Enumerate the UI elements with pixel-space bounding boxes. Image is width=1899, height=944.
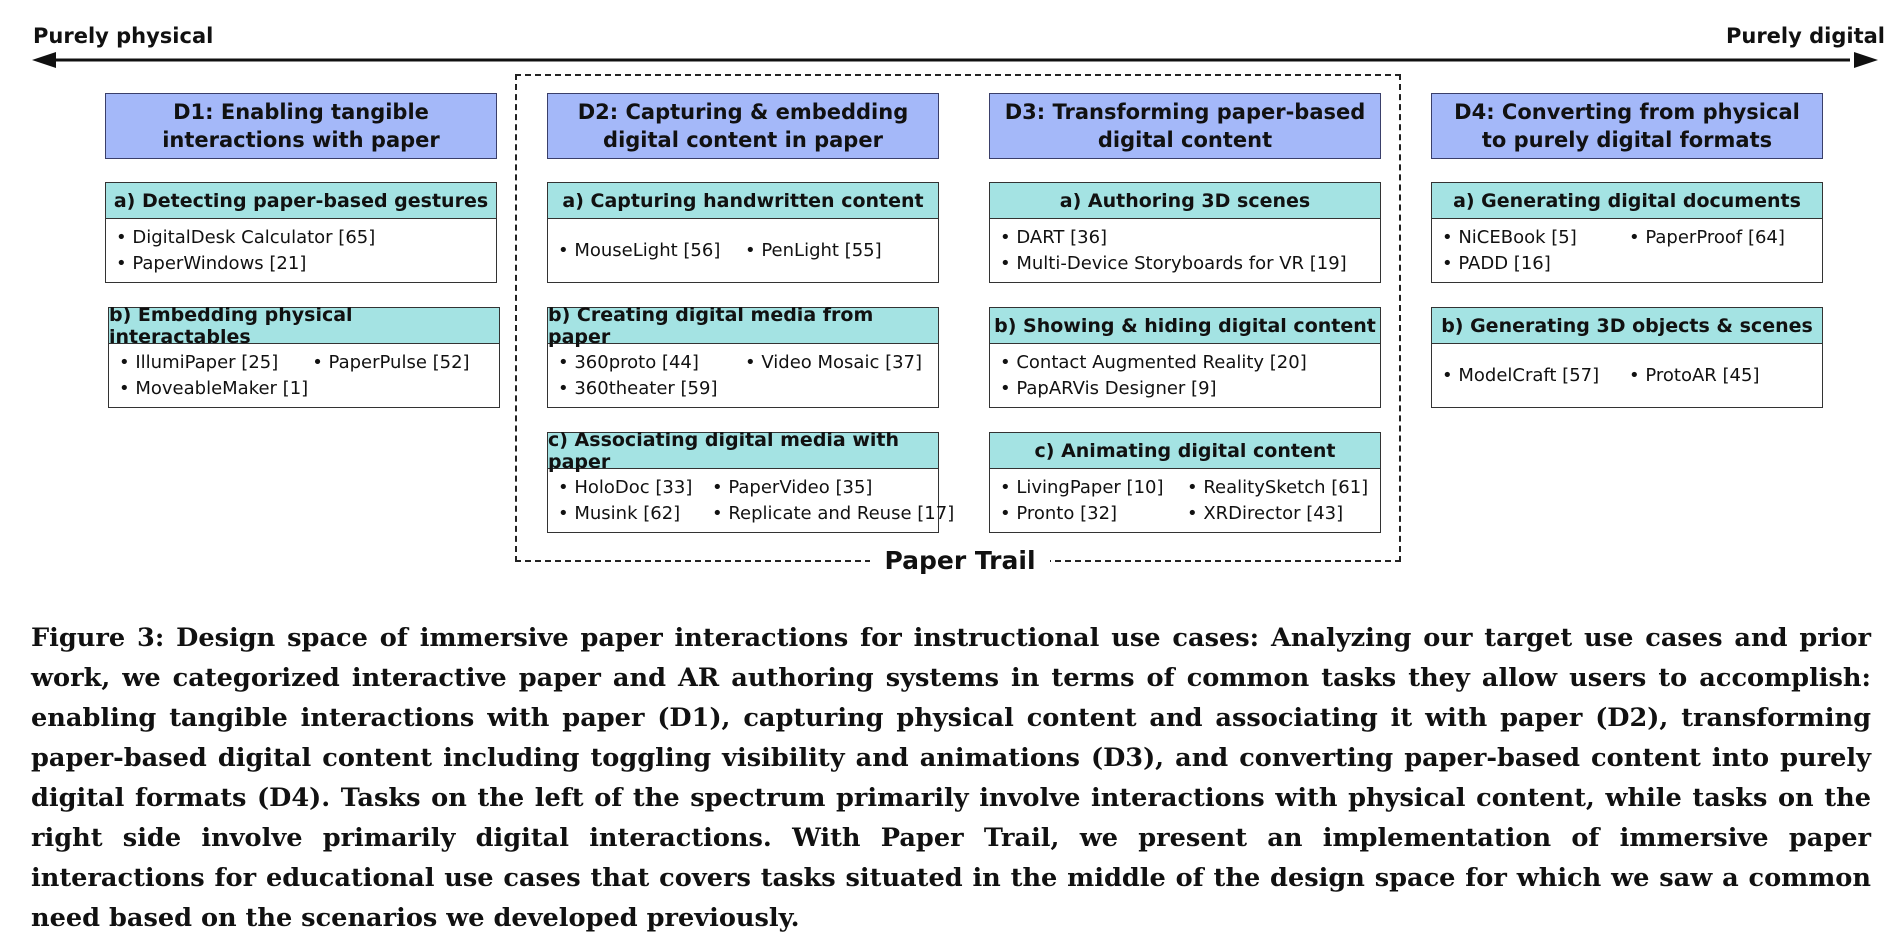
list-item: PaperWindows [21] [116,251,486,277]
d4-title: D4: Converting from physical to purely d… [1431,93,1823,159]
column-d1: D1: Enabling tangible interactions with … [105,93,500,408]
list-item: DigitalDesk Calculator [65] [116,225,486,251]
sub-items: DigitalDesk Calculator [65] PaperWindows… [105,219,497,283]
list-item: PaperPulse [52] [312,350,489,376]
list-item: IllumiPaper [25] [119,350,308,376]
d4-sub-a: a) Generating digital documents NiCEBook… [1431,182,1823,283]
sub-title: a) Authoring 3D scenes [989,182,1381,219]
list-item: PaperProof [64] [1629,225,1812,251]
sub-items: MouseLight [56] PenLight [55] [547,219,939,283]
list-item: NiCEBook [5] [1442,225,1625,251]
list-item: 360theater [59] [558,376,741,402]
d4-sub-b: b) Generating 3D objects & scenes ModelC… [1431,307,1823,408]
sub-items: HoloDoc [33] PaperVideo [35] Musink [62]… [547,469,954,533]
list-item: PaperVideo [35] [712,475,954,501]
d3-title: D3: Transforming paper-based digital con… [989,93,1381,159]
list-item: 360proto [44] [558,350,741,376]
column-d3: D3: Transforming paper-based digital con… [989,93,1381,533]
sub-items: Contact Augmented Reality [20] PapARVis … [989,344,1381,408]
sub-title: a) Generating digital documents [1431,182,1823,219]
d1-sub-b: b) Embedding physical interactables Illu… [108,304,500,408]
d3-sub-c: c) Animating digital content LivingPaper… [989,432,1381,533]
list-item: PenLight [55] [745,238,928,264]
d2-title: D2: Capturing & embedding digital conten… [547,93,939,159]
list-item: MouseLight [56] [558,238,741,264]
sub-title: b) Embedding physical interactables [108,304,500,348]
spectrum-axis-arrow [32,52,1878,68]
list-item: Contact Augmented Reality [20] [1000,350,1370,376]
d2-sub-c: c) Associating digital media with paper … [547,429,954,533]
sub-title: c) Associating digital media with paper [547,429,939,473]
d2-sub-a: a) Capturing handwritten content MouseLi… [547,182,939,283]
axis-left-label: Purely physical [33,24,214,48]
d1-title: D1: Enabling tangible interactions with … [105,93,497,159]
sub-items: ModelCraft [57] ProtoAR [45] [1431,344,1823,408]
sub-title: a) Detecting paper-based gestures [105,182,497,219]
d3-sub-b: b) Showing & hiding digital content Cont… [989,307,1381,408]
sub-title: b) Generating 3D objects & scenes [1431,307,1823,344]
d2-sub-b: b) Creating digital media from paper 360… [547,304,939,408]
sub-items: DART [36] Multi-Device Storyboards for V… [989,219,1381,283]
d3-sub-a: a) Authoring 3D scenes DART [36] Multi-D… [989,182,1381,283]
list-item: LivingPaper [10] [1000,475,1183,501]
list-item: RealitySketch [61] [1187,475,1370,501]
d1-sub-a: a) Detecting paper-based gestures Digita… [105,182,497,283]
axis-right-label: Purely digital [1725,24,1885,48]
sub-items: LivingPaper [10] RealitySketch [61] Pron… [989,469,1381,533]
paper-trail-label: Paper Trail [870,544,1050,578]
list-item: HoloDoc [33] [558,475,708,501]
list-item: XRDirector [43] [1187,501,1370,527]
list-item: Pronto [32] [1000,501,1183,527]
sub-title: a) Capturing handwritten content [547,182,939,219]
sub-title: c) Animating digital content [989,432,1381,469]
column-d4: D4: Converting from physical to purely d… [1431,93,1823,408]
sub-title: b) Showing & hiding digital content [989,307,1381,344]
list-item: Video Mosaic [37] [745,350,928,376]
sub-items: NiCEBook [5] PaperProof [64] PADD [16] [1431,219,1823,283]
sub-items: 360proto [44] Video Mosaic [37] 360theat… [547,344,939,408]
list-item: Multi-Device Storyboards for VR [19] [1000,251,1370,277]
column-d2: D2: Capturing & embedding digital conten… [547,93,954,533]
sub-title: b) Creating digital media from paper [547,304,939,348]
list-item: Musink [62] [558,501,708,527]
list-item: DART [36] [1000,225,1370,251]
list-item: ModelCraft [57] [1442,363,1625,389]
list-item: PapARVis Designer [9] [1000,376,1370,402]
list-item: PADD [16] [1442,251,1625,277]
figure-caption: Figure 3: Design space of immersive pape… [31,623,1871,933]
list-item: ProtoAR [45] [1629,363,1812,389]
sub-items: IllumiPaper [25] PaperPulse [52] Moveabl… [108,344,500,408]
list-item: MoveableMaker [1] [119,376,308,402]
list-item: Replicate and Reuse [17] [712,501,954,527]
